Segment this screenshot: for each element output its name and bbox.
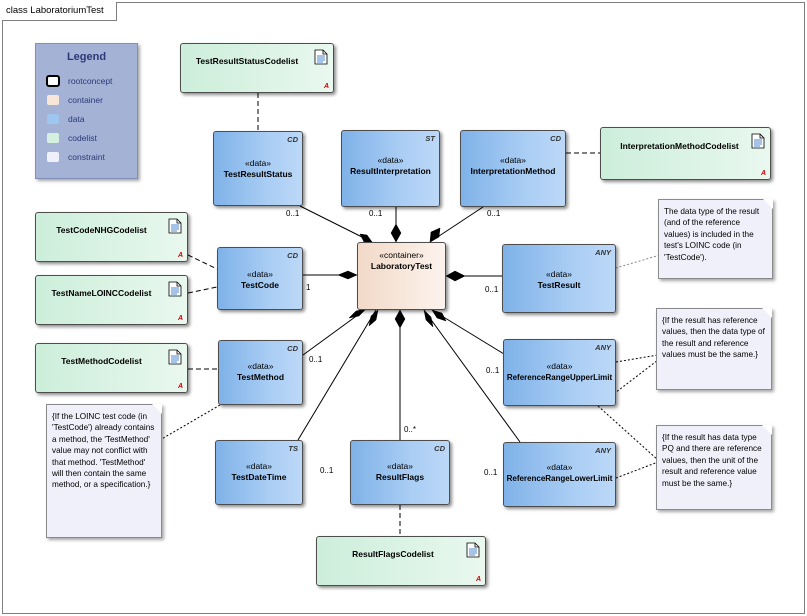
legend-title: Legend — [66, 51, 107, 63]
codelist-icon — [168, 218, 182, 234]
legend-swatch — [46, 113, 60, 125]
data-interpretation-method[interactable]: CD «data» InterpretationMethod — [460, 130, 566, 207]
comp-lower — [423, 309, 521, 443]
note-reference-upper-constraint: {If the result has reference values, the… — [656, 308, 772, 390]
codelist-marker: A — [177, 315, 183, 322]
data-result-interpretation[interactable]: ST «data» ResultInterpretation — [341, 130, 440, 207]
multiplicity-test-result: 0..1 — [485, 285, 499, 294]
diagram-title: class LaboratoriumTest — [2, 2, 117, 21]
data-test-date-time[interactable]: TS «data» TestDateTime — [215, 440, 303, 505]
codelist-test-result-status[interactable]: TestResultStatusCodelist A — [180, 43, 334, 93]
note-reference-lower-constraint: {If the result has data type PQ and ther… — [656, 425, 772, 510]
data-result-flags[interactable]: CD «data» ResultFlags — [350, 440, 450, 505]
multiplicity-interpretation-method: 0..1 — [487, 209, 501, 218]
multiplicity-test-result-status: 0..1 — [286, 209, 300, 218]
diamond-method-interp — [429, 227, 441, 243]
codelist-marker: A — [323, 83, 329, 90]
codelist-icon — [314, 49, 328, 65]
legend-label: data — [68, 114, 85, 124]
codelist-icon — [168, 281, 182, 297]
data-test-result-status[interactable]: CD «data» TestResultStatus — [213, 131, 303, 206]
diamond-flags — [394, 309, 406, 329]
legend-label: constraint — [68, 152, 105, 162]
multiplicity-test-date-time: 0..1 — [320, 466, 334, 475]
diamond-interpretation — [390, 223, 402, 243]
diamond-lower — [423, 309, 434, 328]
codelist-icon — [466, 542, 480, 558]
codelist-marker: A — [177, 383, 183, 390]
multiplicity-result-flags: 0..* — [404, 425, 417, 434]
multiplicity-test-code: 1 — [306, 283, 311, 292]
codelist-icon — [168, 349, 182, 365]
anchor-note-method — [159, 404, 221, 441]
codelist-test-code-nhg[interactable]: TestCodeNHGCodelist A — [35, 212, 188, 262]
codelist-test-name-loinc[interactable]: TestNameLOINCCodelist A — [35, 275, 188, 325]
data-test-code[interactable]: CD «data» TestCode — [217, 247, 303, 310]
legend-swatch — [46, 132, 60, 144]
diamond-datetime — [368, 309, 379, 327]
multiplicity-test-method: 0..1 — [309, 355, 323, 364]
anchor-note-upper — [615, 354, 659, 363]
note-test-method-constraint: {If the LOINC test code (in 'TestCode') … — [46, 404, 162, 538]
legend-panel: Legend rootconcept container data codelist c… — [35, 43, 138, 179]
codelist-result-flags[interactable]: ResultFlagsCodelist A — [316, 536, 486, 586]
multiplicity-reference-range-lower: 0..1 — [484, 468, 498, 477]
legend-label: codelist — [68, 133, 97, 143]
codelist-marker: A — [475, 576, 481, 583]
note-test-result-datatype: The data type of the result (and of the … — [658, 199, 773, 279]
anchor-note-lower2 — [615, 461, 659, 479]
legend-label: container — [68, 95, 103, 105]
container-laboratory-test[interactable]: «container» LaboratoryTest — [357, 242, 446, 310]
diamond-upper — [431, 309, 447, 322]
codelist-marker: A — [760, 170, 766, 177]
codelist-interpretation-method[interactable]: InterpretationMethodCodelist A — [600, 127, 771, 180]
data-reference-range-upper-limit[interactable]: ANY «data» ReferenceRangeUpperLimit — [503, 339, 616, 406]
diamond-status — [359, 233, 373, 243]
legend-swatch — [46, 151, 60, 163]
link-nhg-codelist — [187, 254, 218, 270]
codelist-icon — [751, 133, 765, 149]
diamond-method — [348, 308, 367, 319]
multiplicity-reference-range-upper: 0..1 — [486, 366, 500, 375]
diamond-result — [445, 270, 466, 282]
legend-label: rootconcept — [68, 76, 113, 86]
codelist-marker: A — [177, 252, 183, 259]
comp-status — [299, 205, 373, 243]
legend-swatch — [46, 75, 60, 87]
anchor-note-lower — [597, 405, 659, 461]
diamond-testcode — [337, 270, 358, 280]
multiplicity-result-interpretation: 0..1 — [369, 209, 383, 218]
data-test-method[interactable]: CD «data» TestMethod — [218, 340, 303, 405]
link-loinc-codelist — [187, 286, 218, 294]
legend-swatch — [46, 94, 60, 106]
data-reference-range-lower-limit[interactable]: ANY «data» ReferenceRangeLowerLimit — [503, 442, 616, 507]
comp-datetime — [297, 309, 377, 441]
codelist-test-method[interactable]: TestMethodCodelist A — [35, 343, 188, 393]
data-test-result[interactable]: ANY «data» TestResult — [502, 244, 616, 313]
